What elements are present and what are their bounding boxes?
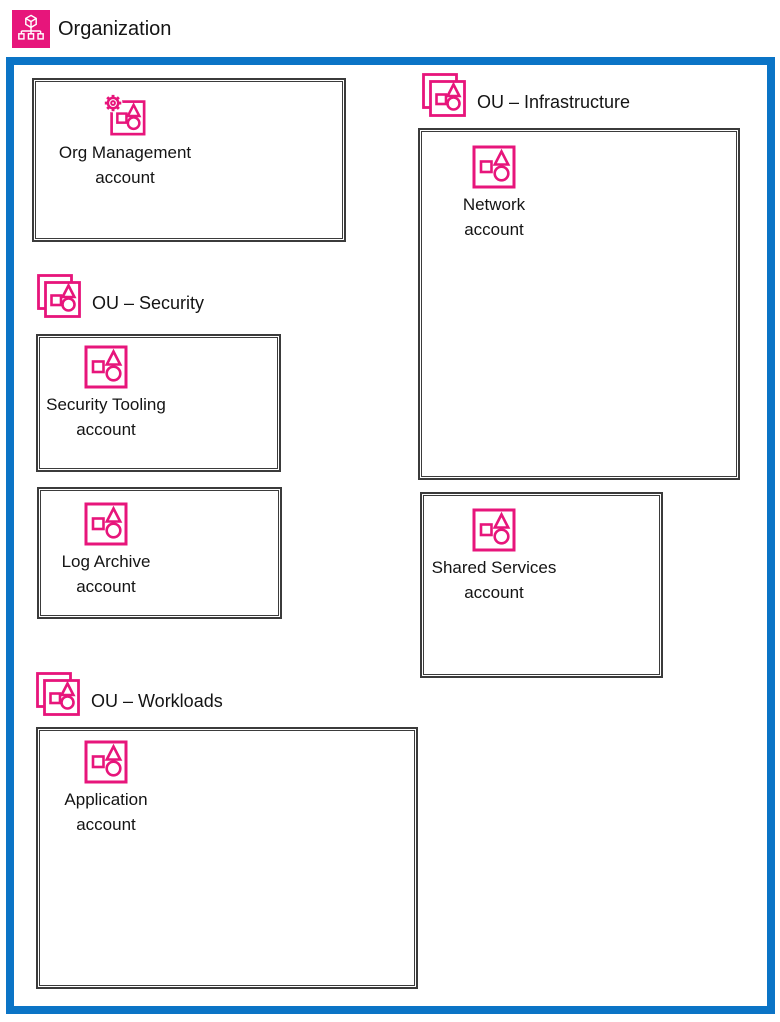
account-label: Security Tooling account [46,395,166,439]
ou-security-header: OU – Security [36,273,204,319]
account-icon [84,345,128,389]
org-management-account-box: Org Management account [32,78,346,242]
organizational-unit-icon [37,274,81,318]
application-account-box: Application account [36,727,418,989]
account-icon [84,502,128,546]
management-account-icon [103,93,146,136]
ou-workloads-header: OU – Workloads [35,671,223,717]
shared-services-account-box: Shared Services account [420,492,663,678]
organizational-unit-icon [422,73,466,117]
log-archive-account-box: Log Archive account [37,487,282,619]
ou-infrastructure-label: OU – Infrastructure [477,92,631,112]
account-icon [472,508,516,552]
diagram-title: Organization [58,17,172,40]
diagram-header: Organization [12,10,171,48]
account-label: Shared Services account [431,558,557,602]
ou-workloads-label: OU – Workloads [91,691,223,711]
ou-security-label: OU – Security [92,293,205,313]
account-label: Org Management account [58,143,192,187]
ou-infrastructure-header: OU – Infrastructure [421,72,630,118]
organizational-unit-icon [36,672,80,716]
account-label: Network account [462,195,526,239]
account-icon [472,145,516,189]
account-icon [84,740,128,784]
network-account-box: Network account [418,128,740,480]
organization-icon [12,10,50,48]
account-label: Application account [64,790,148,834]
security-tooling-account-box: Security Tooling account [36,334,281,472]
account-label: Log Archive account [61,552,151,596]
